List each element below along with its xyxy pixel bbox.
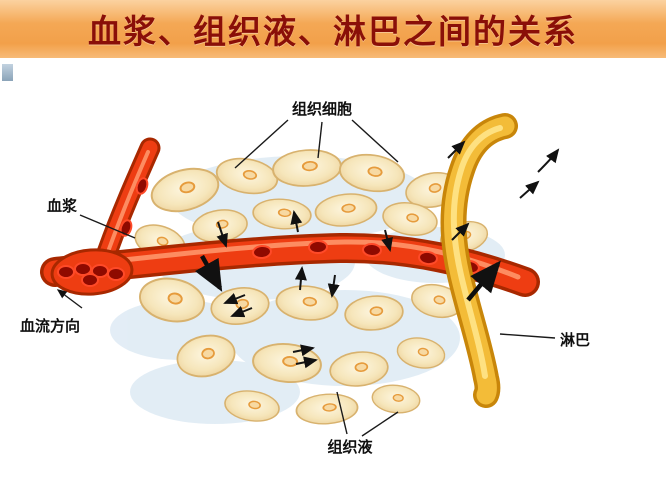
page-title: 血浆、组织液、淋巴之间的关系	[88, 13, 578, 50]
decor-square	[2, 64, 13, 81]
label-blood-flow-direction: 血流方向	[20, 317, 80, 335]
blood-flow-arrow	[56, 289, 83, 309]
label-lymph: 淋巴	[560, 331, 590, 349]
flow-arrows	[194, 140, 560, 369]
plasma-out-arrow	[194, 254, 223, 292]
lymph-flow-arrow	[466, 260, 501, 302]
label-tissue-fluid: 组织液	[327, 438, 373, 456]
leader-lines	[56, 119, 556, 437]
header-bar: 血浆、组织液、淋巴之间的关系	[0, 0, 666, 58]
label-tissue-cells: 组织细胞	[292, 100, 352, 118]
diagram-labels: 组织细胞 血浆 血流方向 淋巴 组织液	[20, 100, 590, 456]
red-blood-cells	[57, 177, 480, 287]
label-plasma: 血浆	[47, 197, 78, 215]
